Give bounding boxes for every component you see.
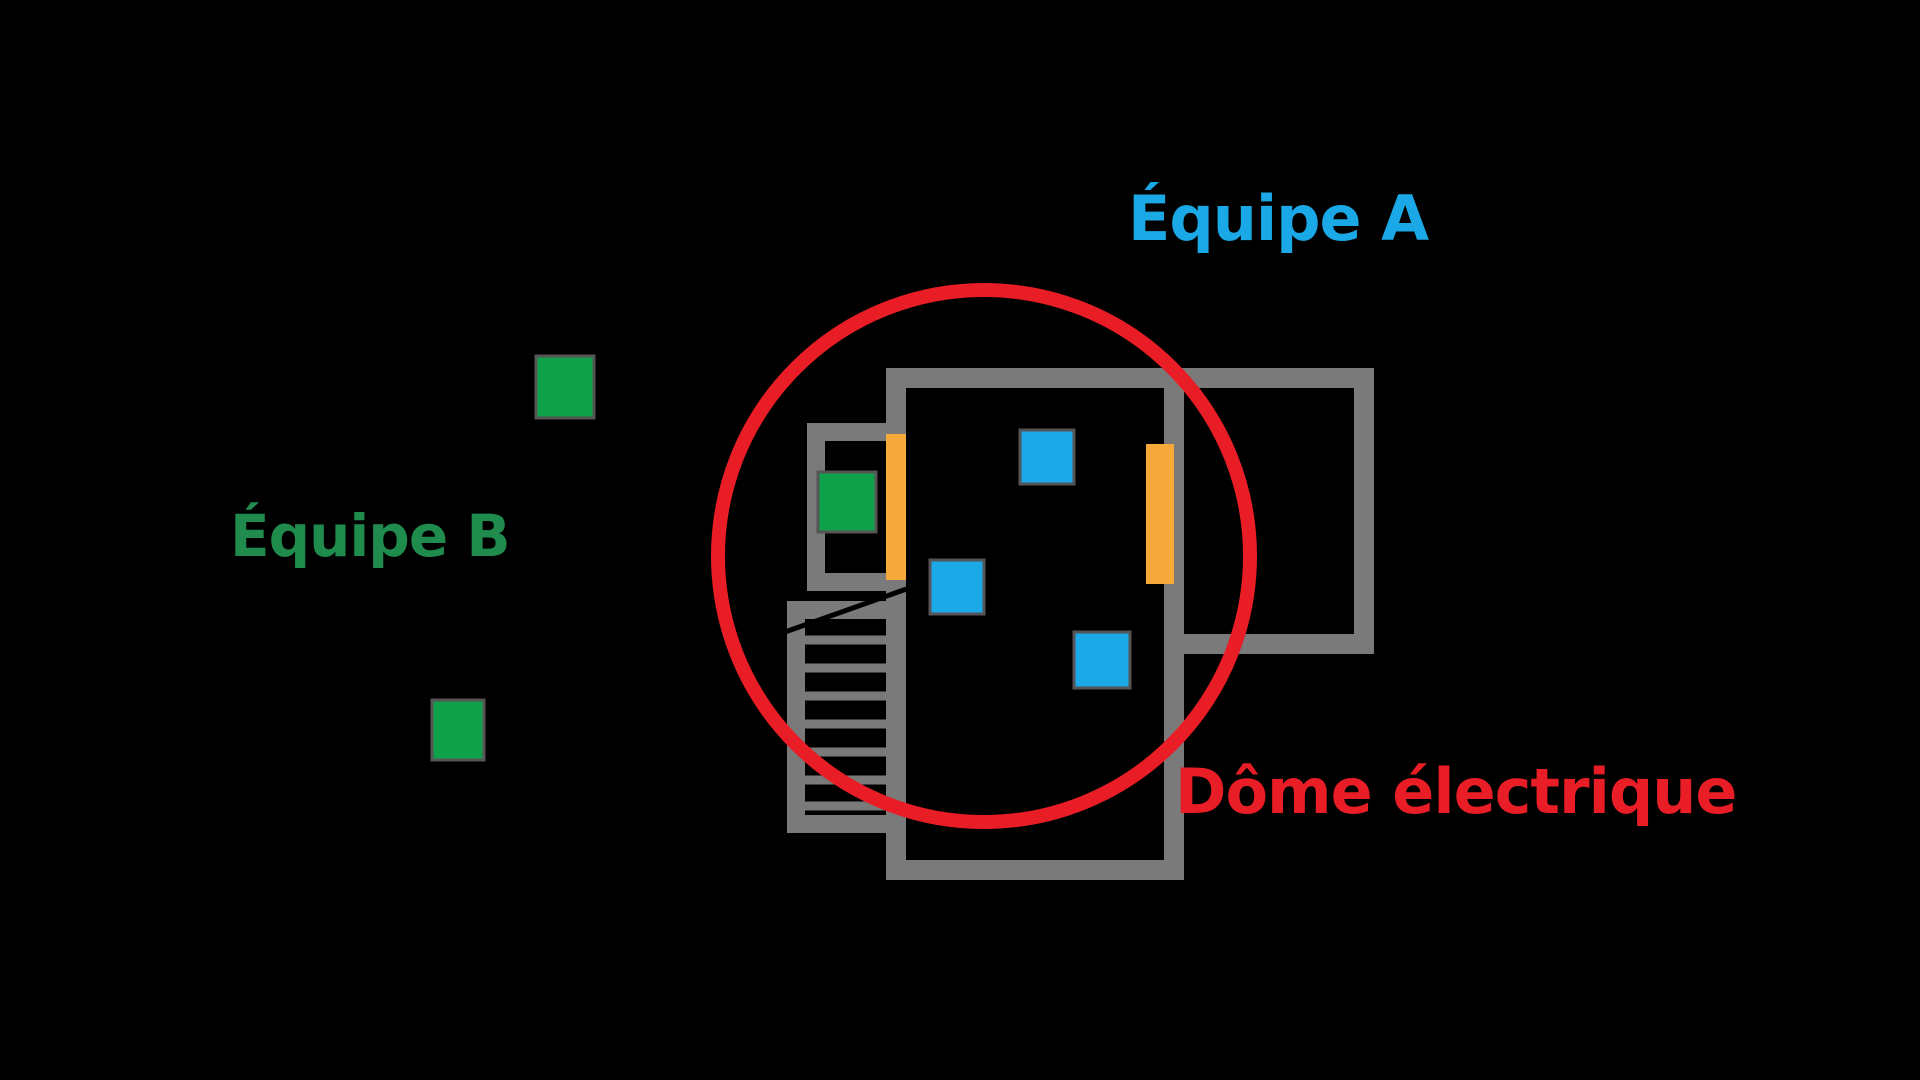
- team-a-player: [1018, 428, 1076, 486]
- electric-dome-circle: [711, 283, 1257, 829]
- stairs: [805, 635, 896, 811]
- team-b-player: [816, 470, 878, 534]
- team-b-players: [430, 354, 878, 762]
- team-a-players: [928, 428, 1132, 690]
- team-b-player: [430, 698, 486, 762]
- right-door: [1146, 444, 1174, 584]
- left-door: [886, 434, 906, 580]
- right-room-wall: [1164, 368, 1374, 654]
- dome-label: Dôme électrique: [1175, 755, 1737, 828]
- ramp-line: [784, 583, 916, 635]
- team-a-label: Équipe A: [1128, 182, 1429, 255]
- team-b-label: Équipe B: [230, 502, 511, 570]
- team-a-player: [1072, 630, 1132, 690]
- team-b-player: [534, 354, 596, 420]
- team-a-player: [928, 558, 986, 616]
